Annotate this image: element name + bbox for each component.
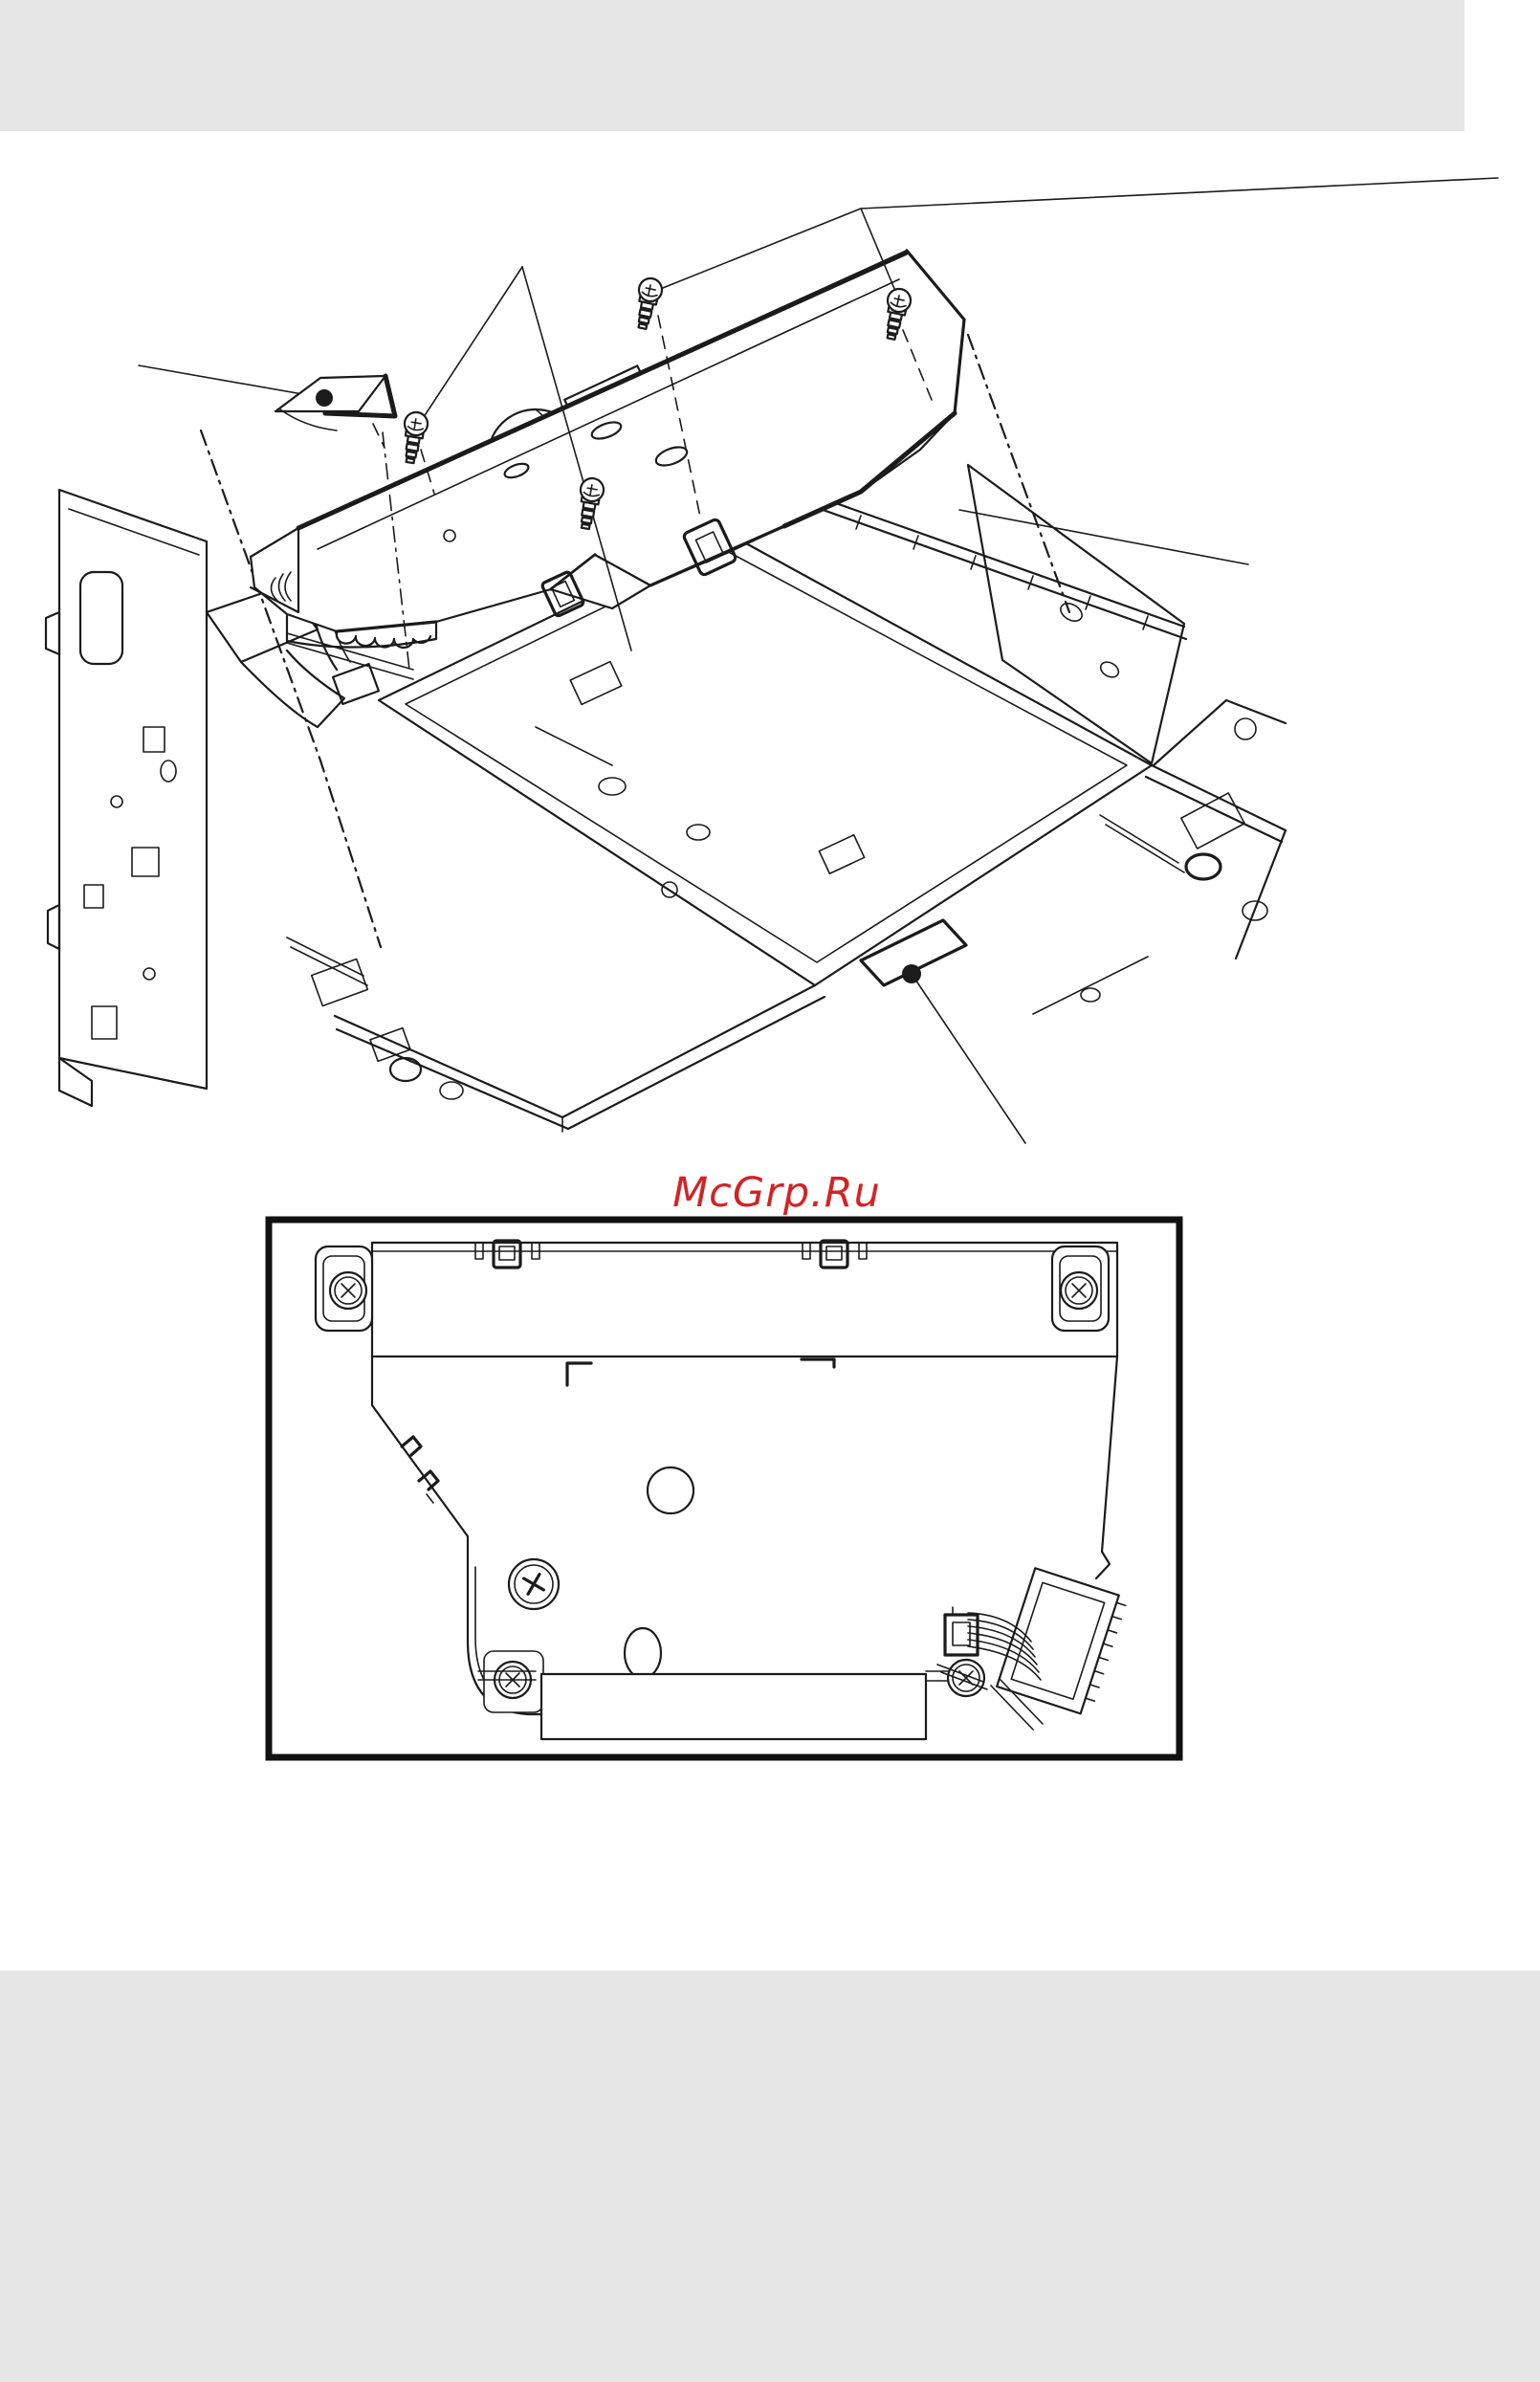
watermark-text: McGrp.Ru xyxy=(672,1169,881,1217)
phillips-screw-icon xyxy=(507,1557,561,1611)
laser-unit-bottom-view xyxy=(314,1239,1127,1741)
ramp-plate xyxy=(539,1672,928,1741)
mounting-tab-icon xyxy=(314,1245,374,1333)
center-line xyxy=(199,429,383,949)
screw-icon xyxy=(403,410,429,465)
detail-figure xyxy=(265,1216,1183,1761)
clip-icon xyxy=(492,1239,849,1269)
callout-dot-icon xyxy=(316,389,333,407)
clip-icon xyxy=(682,518,737,577)
exploded-view-figure xyxy=(44,177,1499,1144)
cross-screw-icon xyxy=(946,1658,986,1698)
top-gray-band xyxy=(0,0,1464,131)
flag-callout-icon xyxy=(138,364,398,449)
mounting-tab-icon xyxy=(1050,1245,1111,1333)
rim-slot xyxy=(859,918,968,987)
laser-unit xyxy=(249,249,966,650)
cross-screw-icon xyxy=(483,1650,544,1713)
leader-line xyxy=(417,177,1499,1144)
hole xyxy=(646,1466,695,1515)
bottom-gray-band xyxy=(0,1971,1540,2382)
screw-icon xyxy=(637,276,664,331)
cross-screw-icon xyxy=(1059,1270,1099,1311)
screw-icon xyxy=(579,476,605,531)
center-line xyxy=(966,333,1071,614)
screw-alignment-dashes xyxy=(382,315,933,671)
connector-wires-icon xyxy=(936,1567,1127,1731)
cross-screw-icon xyxy=(328,1270,368,1311)
screw-icon xyxy=(886,287,913,342)
callout-dot-icon xyxy=(902,964,921,983)
clip-icon xyxy=(540,570,585,618)
